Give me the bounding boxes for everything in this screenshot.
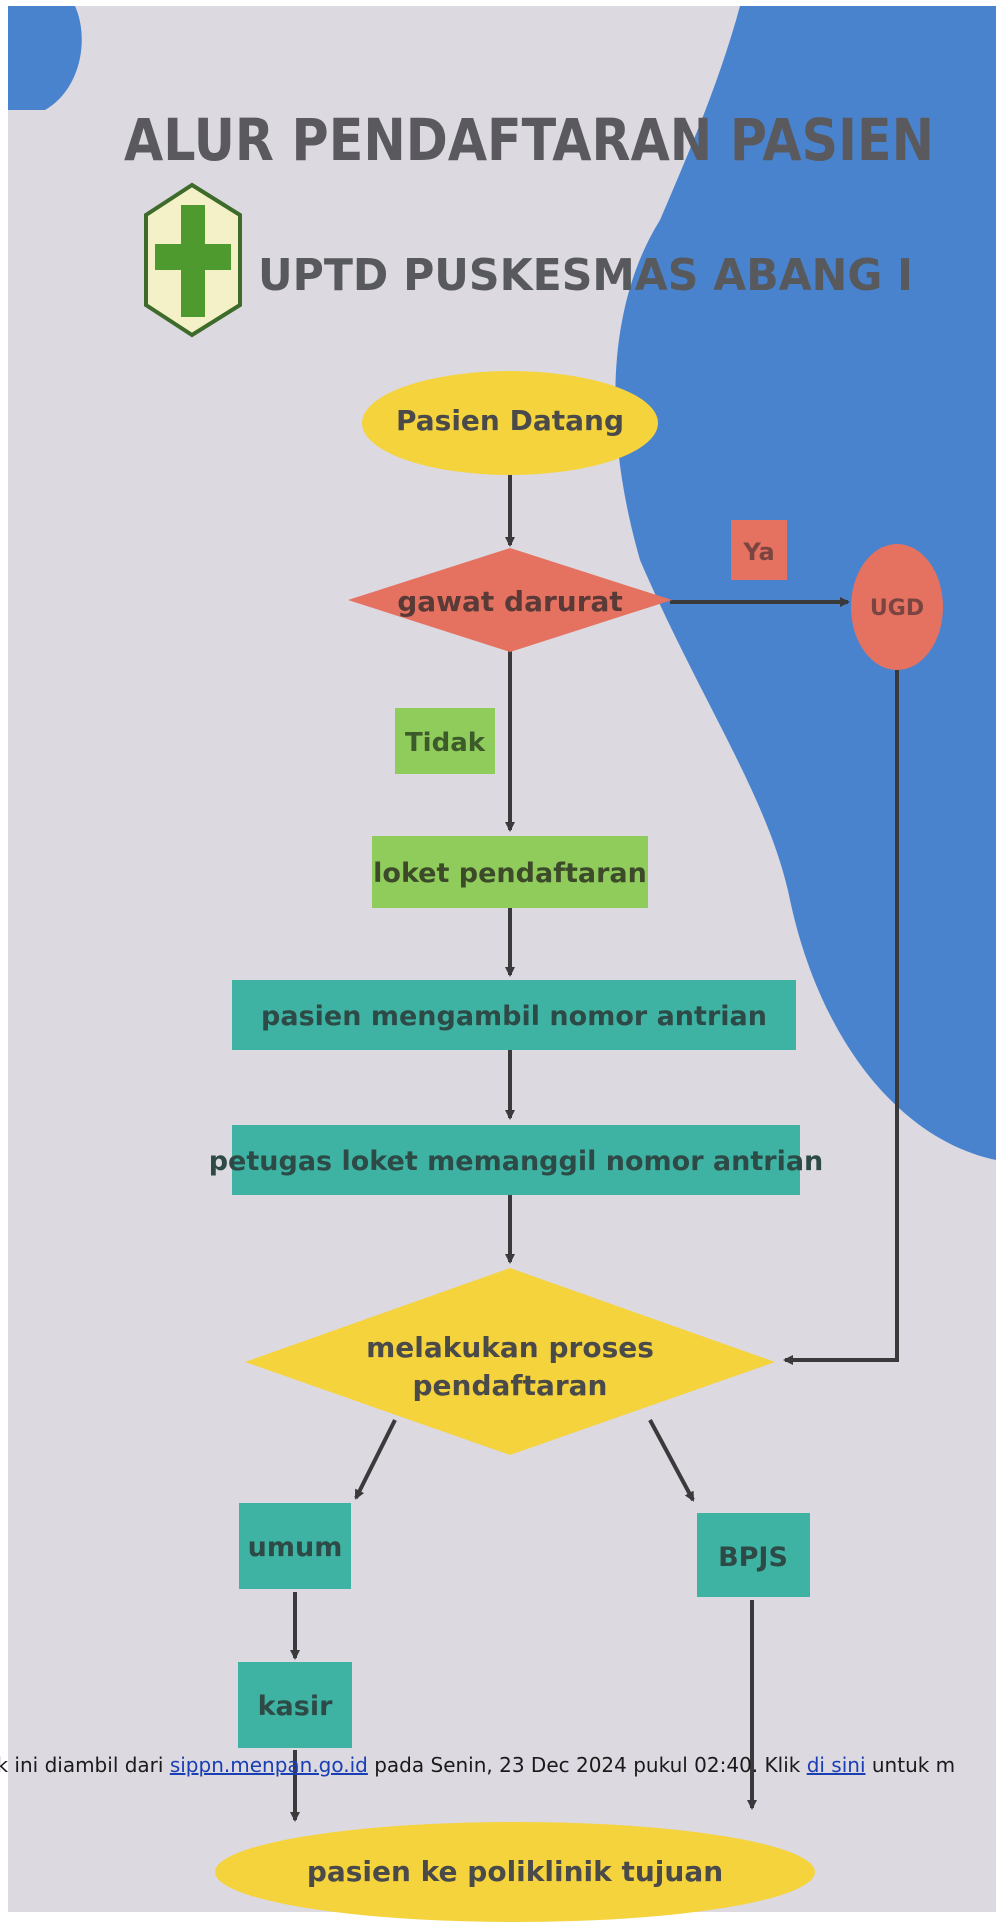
node-cashier-label: kasir	[258, 1691, 334, 1722]
arrow-ugd-to-process	[783, 670, 899, 1365]
node-process	[245, 1268, 775, 1455]
details-link[interactable]: di sini	[806, 1753, 866, 1777]
node-general-label: umum	[248, 1532, 343, 1563]
node-bpjs	[697, 1513, 810, 1597]
node-start-label: Pasien Datang	[396, 404, 624, 437]
node-end-label: pasien ke poliklinik tujuan	[307, 1855, 723, 1888]
node-counter	[372, 836, 648, 908]
source-text-middle: pada Senin, 23 Dec 2024 pukul 02:40. Kli…	[367, 1753, 807, 1777]
node-emergency	[348, 548, 672, 652]
no-label: Tidak	[405, 728, 486, 758]
node-take-number	[232, 980, 796, 1050]
node-general	[239, 1503, 351, 1589]
poster-subtitle: UPTD PUSKESMAS ABANG I	[258, 250, 913, 301]
node-end	[215, 1822, 815, 1922]
node-emergency-label: gawat darurat	[397, 585, 623, 618]
node-ugd	[851, 544, 943, 670]
source-text-after: untuk m	[865, 1753, 956, 1777]
no-label-box	[395, 708, 495, 774]
node-process-label-line1: melakukan proses	[366, 1331, 654, 1364]
node-call-number-label: petugas loket memanggil nomor antrian	[209, 1146, 824, 1177]
puskesmas-logo	[144, 182, 242, 338]
source-notice: ublik ini diambil dari sippn.menpan.go.i…	[0, 1753, 955, 1777]
yes-label: Ya	[742, 538, 774, 566]
node-cashier	[238, 1662, 352, 1748]
node-take-number-label: pasien mengambil nomor antrian	[261, 1001, 767, 1032]
poster-title: ALUR PENDAFTARAN PASIEN	[124, 106, 934, 174]
node-ugd-label: UGD	[870, 596, 924, 621]
arrow-process-to-general	[354, 1419, 397, 1500]
node-process-label-line2: pendaftaran	[412, 1369, 607, 1402]
source-text-before: ublik ini diambil dari	[0, 1753, 164, 1777]
large-blue-blob	[615, 6, 996, 1160]
node-bpjs-label: BPJS	[718, 1542, 788, 1573]
corner-blob	[8, 6, 82, 110]
node-start	[362, 371, 658, 475]
source-link[interactable]: sippn.menpan.go.id	[169, 1753, 368, 1777]
connectors	[290, 475, 899, 1822]
node-call-number	[232, 1125, 800, 1195]
node-counter-label: loket pendaftaran	[373, 858, 647, 889]
arrow-process-to-bpjs	[648, 1419, 695, 1502]
yes-label-box	[731, 520, 787, 580]
